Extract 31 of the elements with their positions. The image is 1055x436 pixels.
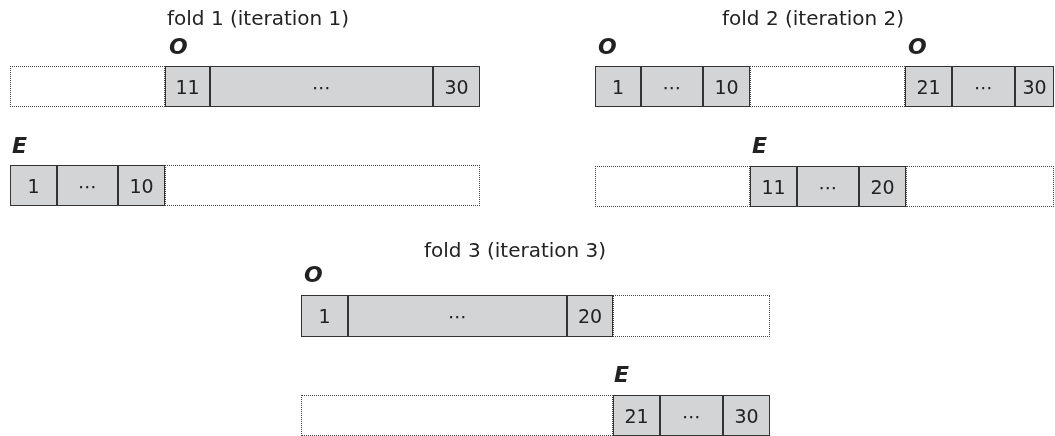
data-cell: ⋯ — [660, 395, 723, 436]
data-cell: 21 — [905, 66, 952, 107]
data-cell: 11 — [750, 166, 797, 207]
set-letter: O — [304, 262, 323, 287]
data-cell: 11 — [165, 66, 210, 107]
set-letter: E — [752, 133, 768, 158]
fold-title: fold 3 (iteration 3) — [424, 238, 607, 262]
data-cell: ⋯ — [210, 66, 433, 107]
data-cell: 30 — [433, 66, 480, 107]
data-cell: 1 — [301, 295, 348, 337]
data-cell: 10 — [118, 165, 165, 206]
data-cell: ⋯ — [348, 295, 567, 337]
fold-title: fold 1 (iteration 1) — [167, 6, 350, 30]
set-letter: E — [12, 133, 28, 158]
data-cell: 30 — [1015, 66, 1054, 107]
set-letter: O — [169, 34, 188, 59]
data-cell: 10 — [703, 66, 750, 107]
set-letter: E — [614, 362, 630, 387]
data-cell: ⋯ — [952, 66, 1015, 107]
data-cell: ⋯ — [797, 166, 859, 207]
data-cell: 1 — [595, 66, 641, 107]
data-cell: 21 — [613, 395, 660, 436]
data-cell: 30 — [723, 395, 770, 436]
data-cell: 20 — [859, 166, 906, 207]
data-cell: ⋯ — [641, 66, 703, 107]
fold-title: fold 2 (iteration 2) — [722, 6, 905, 30]
data-cell: 20 — [567, 295, 613, 337]
set-letter: O — [908, 34, 927, 59]
set-letter: O — [598, 34, 617, 59]
data-cell: 1 — [10, 165, 57, 206]
data-cell: ⋯ — [57, 165, 118, 206]
